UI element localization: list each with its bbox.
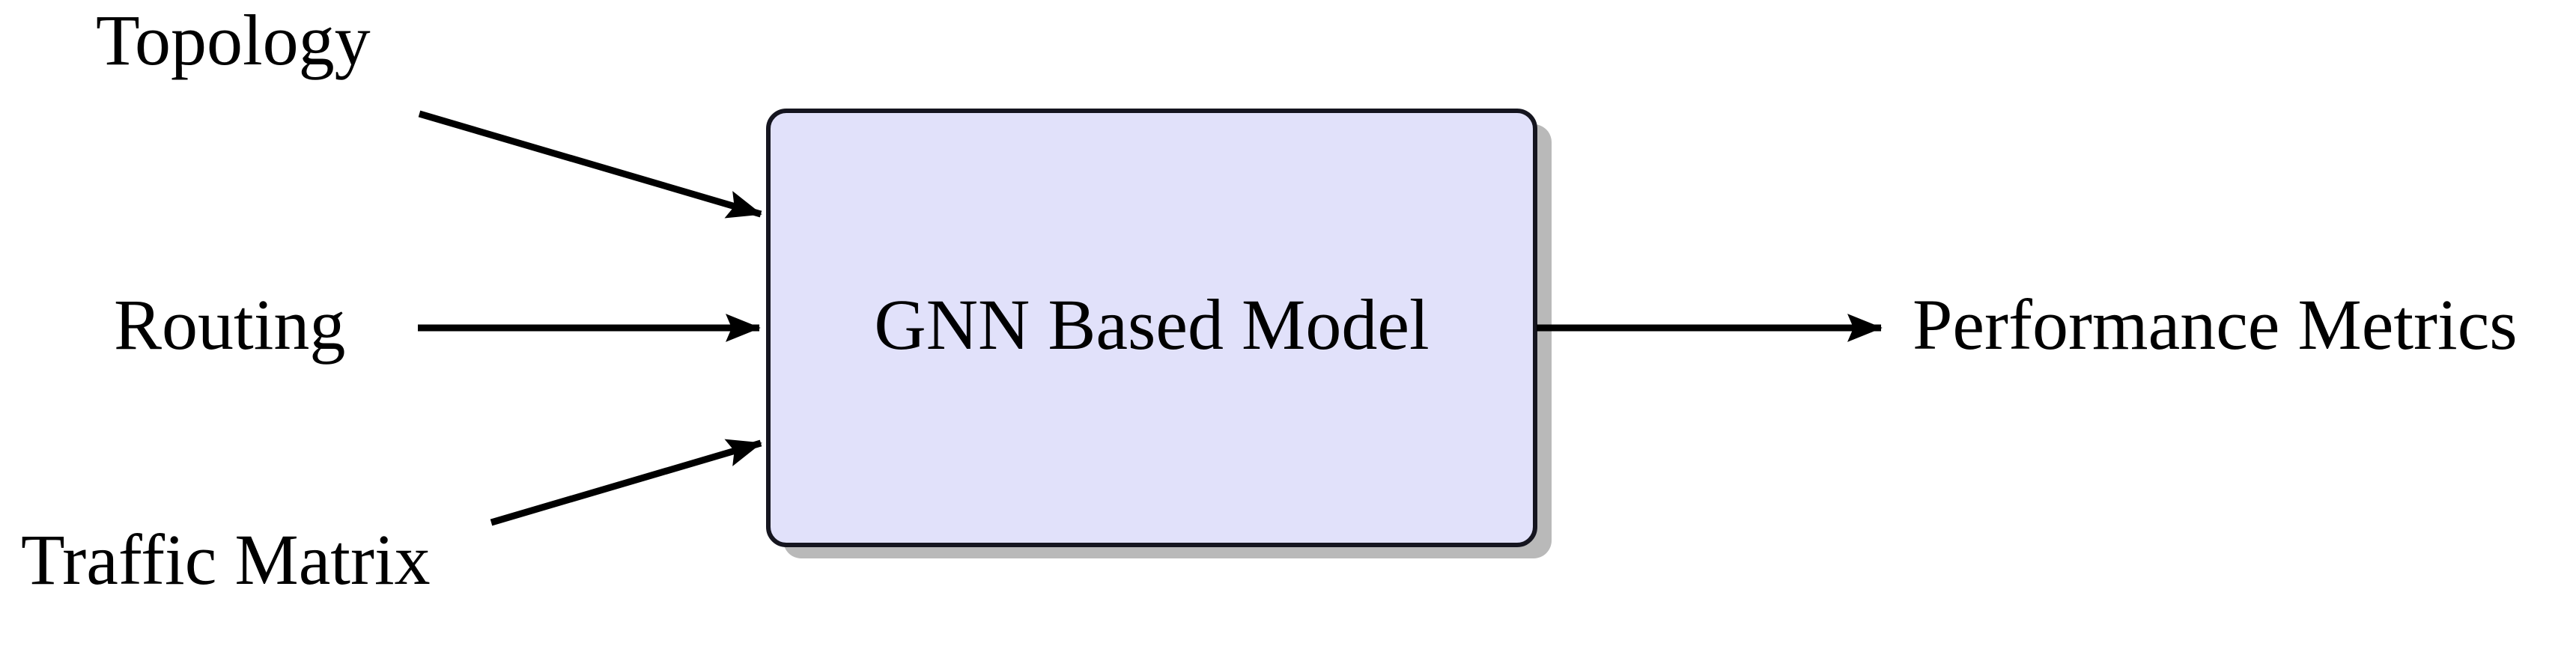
topology-arrow — [418, 110, 762, 219]
input-label-traffic-matrix: Traffic Matrix — [21, 519, 431, 600]
input-label-topology: Topology — [96, 0, 371, 80]
block-label-gnn-based-model: GNN Based Model — [874, 284, 1430, 365]
gnn-model-block[interactable] — [766, 109, 1537, 547]
traffic-matrix-arrow — [490, 439, 762, 526]
input-label-routing: Routing — [114, 284, 346, 365]
output-label-performance-metrics: Performance Metrics — [1913, 284, 2518, 365]
